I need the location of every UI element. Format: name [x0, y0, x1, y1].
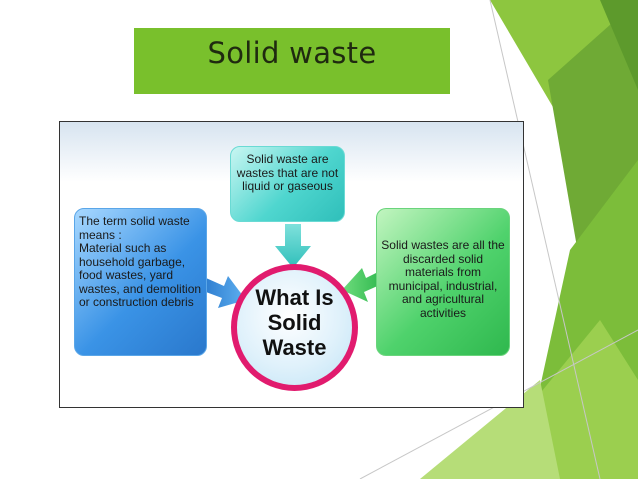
slide-title-box: Solid waste — [134, 28, 450, 94]
definition-box-left: The term solid waste means : Material su… — [74, 208, 207, 356]
center-circle-inner: What Is Solid Waste — [237, 270, 352, 385]
definition-box-right: Solid wastes are all the discarded solid… — [376, 208, 510, 356]
arrow-left-icon — [342, 268, 382, 302]
center-circle: What Is Solid Waste — [231, 264, 358, 391]
definition-box-top: Solid waste are wastes that are not liqu… — [230, 146, 345, 222]
left-box-text: The term solid waste means : Material su… — [79, 214, 202, 309]
arrow-down-icon — [275, 224, 311, 268]
slide-title: Solid waste — [207, 36, 377, 70]
top-box-text: Solid waste are wastes that are not liqu… — [236, 152, 339, 193]
center-label: What Is Solid Waste — [255, 285, 334, 360]
solid-waste-diagram: The term solid waste means : Material su… — [59, 121, 524, 408]
right-box-text: Solid wastes are all the discarded solid… — [381, 238, 505, 320]
